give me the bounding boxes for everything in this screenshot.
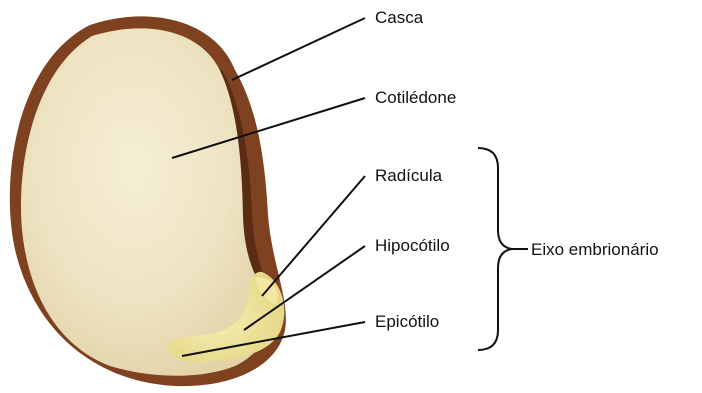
label-eixo-embrionario: Eixo embrionário [531, 240, 659, 259]
label-casca: Casca [375, 8, 424, 27]
label-cotiledone: Cotilédone [375, 88, 456, 107]
label-radicula: Radícula [375, 166, 443, 185]
eixo-bracket [478, 148, 512, 350]
label-hipocotilo: Hipocótilo [375, 236, 450, 255]
leader-line-casca [232, 18, 365, 80]
leader-line-radicula [262, 176, 365, 296]
label-epicotilo: Epicótilo [375, 312, 439, 331]
